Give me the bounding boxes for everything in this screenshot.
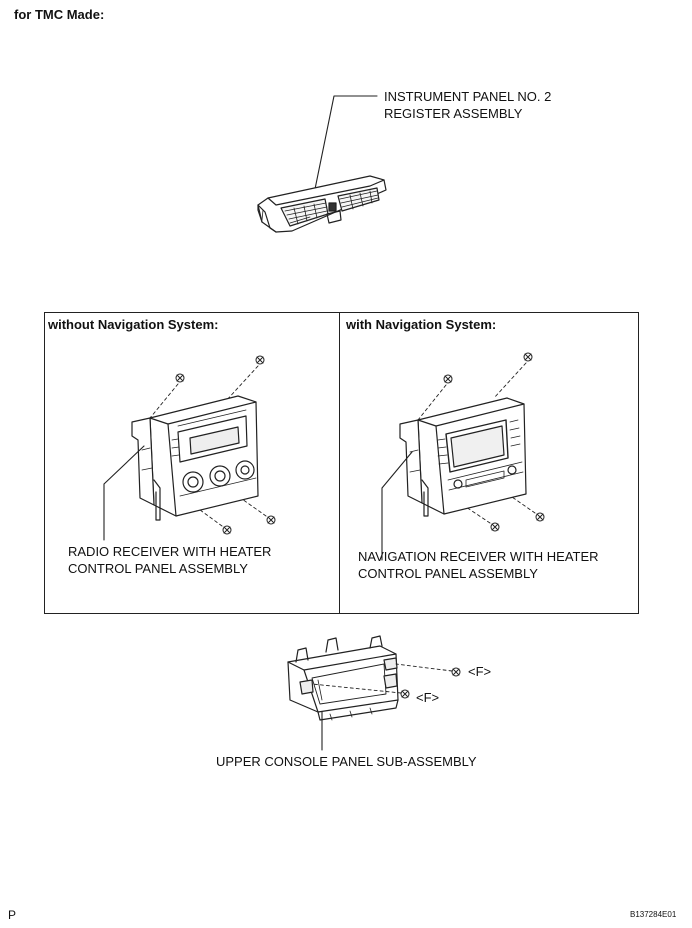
- navigation-receiver-label-line1: NAVIGATION RECEIVER WITH HEATER: [358, 549, 599, 564]
- panel-right-title: with Navigation System:: [346, 317, 497, 332]
- radio-receiver-illustration: [103, 355, 276, 541]
- register-label-line1: INSTRUMENT PANEL NO. 2: [384, 89, 552, 104]
- register-label-line2: REGISTER ASSEMBLY: [384, 106, 523, 121]
- clip-label-lower: <F>: [416, 690, 440, 705]
- register-assembly-illustration: [257, 95, 387, 233]
- console-panel-label: UPPER CONSOLE PANEL SUB-ASSEMBLY: [216, 754, 477, 769]
- navigation-receiver-illustration: [381, 352, 545, 561]
- radio-receiver-label-line1: RADIO RECEIVER WITH HEATER: [68, 544, 272, 559]
- navigation-receiver-label-line2: CONTROL PANEL ASSEMBLY: [358, 566, 538, 581]
- radio-receiver-label-line2: CONTROL PANEL ASSEMBLY: [68, 561, 248, 576]
- page-title: for TMC Made:: [14, 7, 105, 22]
- figure-code: B137284E01: [630, 910, 677, 919]
- upper-console-panel-illustration: [287, 635, 461, 751]
- panel-with-navigation: [339, 312, 639, 614]
- page-letter: P: [8, 908, 17, 922]
- panel-left-title: without Navigation System:: [48, 317, 219, 332]
- clip-label-upper: <F>: [468, 664, 492, 679]
